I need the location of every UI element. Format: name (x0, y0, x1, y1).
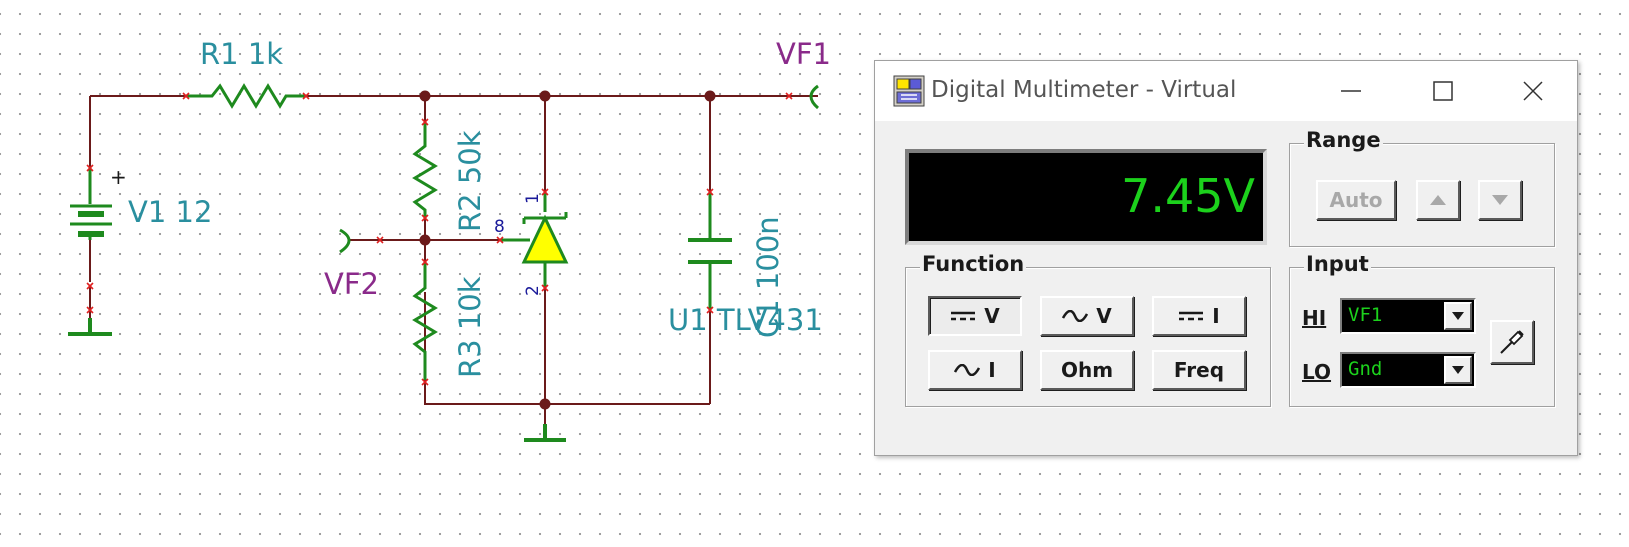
c1-label: C1 100n (751, 216, 785, 338)
meter-reading: 7.45V (1121, 169, 1255, 223)
u1-pin2-label: 2 (523, 285, 543, 296)
minimize-button[interactable] (1305, 61, 1397, 121)
hi-label: HI (1302, 306, 1327, 330)
ground-symbol-v1 (68, 318, 112, 336)
range-up-button[interactable] (1416, 180, 1460, 220)
function-ac-current-button[interactable]: I (928, 350, 1022, 390)
multimeter-app-icon (893, 75, 925, 107)
junctions (419, 90, 716, 410)
v1-label: V1 12 (128, 195, 212, 229)
arrow-down-icon (1492, 195, 1508, 205)
vf1-label: VF1 (776, 37, 831, 71)
hi-select-dropdown-button[interactable] (1444, 302, 1472, 330)
function-dc-current-button[interactable]: I (1152, 296, 1246, 336)
close-icon (1523, 81, 1543, 101)
range-group: Range Auto (1289, 128, 1555, 247)
function-dc-voltage-label: V (984, 304, 1000, 328)
range-auto-label: Auto (1329, 188, 1383, 212)
range-auto-button[interactable]: Auto (1316, 180, 1396, 220)
function-ac-voltage-button[interactable]: V (1040, 296, 1134, 336)
function-dc-current-label: I (1212, 304, 1220, 328)
resistor-r2[interactable] (412, 122, 438, 218)
maximize-icon (1433, 81, 1453, 101)
probe-icon (1500, 330, 1524, 354)
probe-pick-button[interactable] (1490, 320, 1534, 364)
function-dc-voltage-button[interactable]: V (928, 296, 1022, 336)
r2-label: R2 50k (453, 130, 487, 232)
u1-pin1-label: 1 (523, 193, 543, 204)
regulator-u1[interactable] (500, 192, 569, 288)
probe-connector-vf1[interactable] (809, 84, 820, 110)
lo-label: LO (1302, 360, 1332, 384)
hi-select[interactable]: VF1 (1340, 298, 1476, 334)
chevron-down-icon (1452, 366, 1464, 374)
circuit-schematic: R1 1k + V1 12 VF1 VF2 R2 50k R3 10k C1 1… (68, 37, 831, 442)
r3-label: R3 10k (453, 276, 487, 378)
input-group-title: Input (1304, 252, 1371, 276)
function-ohm-button[interactable]: Ohm (1040, 350, 1134, 390)
resistor-r3[interactable] (412, 262, 438, 380)
resistor-r1[interactable] (186, 83, 306, 109)
window-titlebar[interactable]: Digital Multimeter - Virtual (875, 61, 1577, 121)
lo-select-value: Gnd (1348, 358, 1383, 380)
minimize-icon (1341, 90, 1361, 92)
dc-symbol-icon (1179, 311, 1204, 321)
ac-symbol-icon (1062, 310, 1089, 322)
u1-pin8-label: 8 (494, 217, 505, 237)
arrow-up-icon (1430, 195, 1446, 205)
function-freq-button[interactable]: Freq (1152, 350, 1246, 390)
close-button[interactable] (1487, 61, 1579, 121)
meter-display: 7.45V (905, 149, 1267, 245)
battery-v1[interactable] (70, 168, 112, 240)
r1-label: R1 1k (200, 37, 283, 71)
input-group: Input HI VF1 LO Gnd (1289, 252, 1555, 407)
function-freq-label: Freq (1173, 358, 1225, 382)
function-ac-voltage-label: V (1096, 304, 1112, 328)
function-group-title: Function (920, 252, 1027, 276)
lo-select[interactable]: Gnd (1340, 352, 1476, 388)
u1-label: U1 TLV431 (668, 303, 823, 337)
hi-select-value: VF1 (1348, 304, 1383, 326)
ac-symbol-icon (954, 364, 981, 376)
range-group-title: Range (1304, 128, 1383, 152)
chevron-down-icon (1452, 312, 1464, 320)
pin-markers (86, 92, 793, 386)
probe-connector-vf2[interactable] (339, 228, 351, 254)
lo-select-dropdown-button[interactable] (1444, 356, 1472, 384)
vf2-label: VF2 (324, 267, 379, 301)
capacitor-c1[interactable] (688, 192, 732, 310)
maximize-button[interactable] (1397, 61, 1489, 121)
dc-symbol-icon (951, 311, 976, 321)
function-group: Function V V I I Ohm Freq (905, 252, 1271, 407)
function-ac-current-label: I (988, 358, 996, 382)
v1-plus-label: + (110, 165, 127, 189)
window-title: Digital Multimeter - Virtual (931, 77, 1237, 103)
range-down-button[interactable] (1478, 180, 1522, 220)
ground-symbol-main (524, 424, 566, 442)
function-ohm-label: Ohm (1060, 358, 1114, 382)
multimeter-window[interactable]: Digital Multimeter - Virtual 7.45V Range… (874, 60, 1578, 456)
